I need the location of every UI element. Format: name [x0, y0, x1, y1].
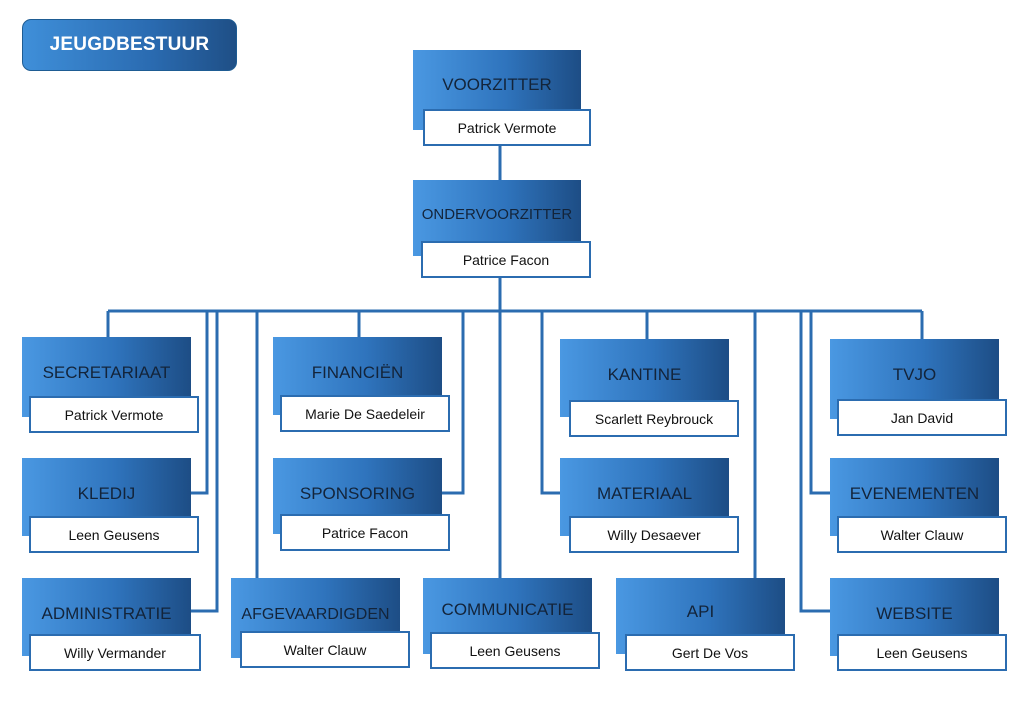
connector-materiaal: [540, 311, 560, 495]
person-box-secretariaat: Patrick Vermote: [29, 396, 199, 433]
role-label-evenementen: EVENEMENTEN: [849, 484, 980, 503]
person-box-administratie: Willy Vermander: [29, 634, 201, 671]
person-box-financien: Marie De Saedeleir: [280, 395, 450, 432]
connector-administratie: [191, 311, 219, 613]
role-label-kantine: KANTINE: [607, 365, 682, 384]
role-label-financien: FINANCIËN: [311, 363, 404, 382]
connector-sponsoring: [442, 311, 465, 495]
role-label-voorzitter: VOORZITTER: [442, 75, 552, 94]
connector-kledij: [191, 311, 209, 495]
connector-website: [799, 311, 830, 613]
page-title: JEUGDBESTUUR: [22, 19, 237, 71]
person-box-evenementen: Walter Clauw: [837, 516, 1007, 553]
role-label-materiaal: MATERIAAL: [596, 484, 693, 503]
role-label-tvjo: TVJO: [892, 365, 937, 384]
role-label-ondervoorzitter: ONDERVOORZITTER: [421, 206, 573, 223]
role-label-sponsoring: SPONSORING: [299, 484, 416, 503]
person-box-communicatie: Leen Geusens: [430, 632, 600, 669]
person-box-sponsoring: Patrice Facon: [280, 514, 450, 551]
person-box-tvjo: Jan David: [837, 399, 1007, 436]
person-box-materiaal: Willy Desaever: [569, 516, 739, 553]
connector-evenementen: [809, 311, 830, 495]
person-box-voorzitter: Patrick Vermote: [423, 109, 591, 146]
person-box-api: Gert De Vos: [625, 634, 795, 671]
role-label-communicatie: COMMUNICATIE: [441, 600, 574, 619]
role-label-secretariaat: SECRETARIAAT: [42, 363, 171, 382]
person-box-website: Leen Geusens: [837, 634, 1007, 671]
person-box-ondervoorzitter: Patrice Facon: [421, 241, 591, 278]
role-label-kledij: KLEDIJ: [77, 484, 136, 503]
role-label-api: API: [686, 602, 715, 621]
person-box-kantine: Scarlett Reybrouck: [569, 400, 739, 437]
role-label-website: WEBSITE: [876, 604, 953, 623]
person-box-kledij: Leen Geusens: [29, 516, 199, 553]
role-label-afgevaardigden: AFGEVAARDIGDEN: [241, 606, 390, 623]
person-box-afgevaardigden: Walter Clauw: [240, 631, 410, 668]
role-label-administratie: ADMINISTRATIE: [41, 604, 172, 623]
